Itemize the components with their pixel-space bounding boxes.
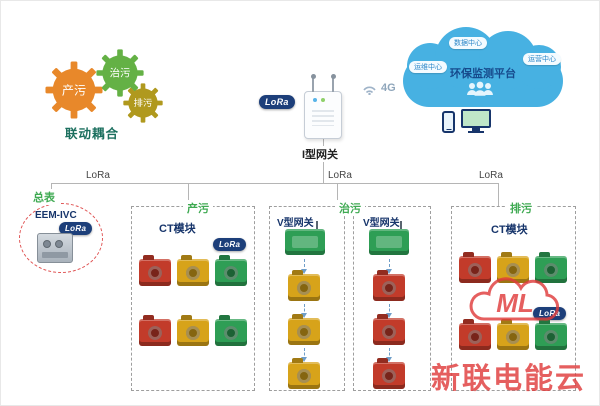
vent-grill bbox=[312, 110, 334, 126]
ct-module-red bbox=[139, 259, 171, 286]
lora-bus-label-right: LoRa bbox=[479, 170, 503, 181]
ct-module-yellow bbox=[497, 256, 529, 283]
lora-bus-label-left: LoRa bbox=[86, 170, 110, 181]
chain-module-red bbox=[373, 274, 405, 301]
lora-bus-line bbox=[51, 183, 498, 184]
zhiwu-vgateway-left-label: V型网关 bbox=[277, 218, 314, 229]
signal-arcs-icon bbox=[363, 86, 376, 96]
gateway-label: I型网关 bbox=[299, 146, 342, 162]
led-icon bbox=[313, 98, 317, 102]
cloud-platform-title: 环保监测平台 bbox=[450, 68, 516, 80]
cloud-bubble-ops-center: 运维中心 bbox=[409, 61, 447, 73]
antenna-icon bbox=[330, 74, 336, 92]
master-meter-label: 总表 bbox=[29, 189, 59, 205]
master-meter-model: EEM-IVC bbox=[35, 210, 77, 221]
ct-module-green bbox=[215, 259, 247, 286]
gear-chanwu-icon: 产污 bbox=[45, 61, 103, 119]
gear-chanwu-label: 产污 bbox=[62, 83, 86, 97]
lora-bus-label-center: LoRa bbox=[328, 170, 352, 181]
chain-connector bbox=[386, 259, 392, 274]
zhiwu-group-label: 治污 bbox=[335, 200, 365, 216]
cloud-shape bbox=[517, 45, 561, 89]
v-gateway-device bbox=[369, 221, 409, 255]
ct-module-red bbox=[459, 256, 491, 283]
gear-paiwu-icon: 排污 bbox=[123, 83, 163, 123]
chain-connector bbox=[301, 304, 307, 318]
users-icon bbox=[467, 81, 493, 96]
ct-module-red bbox=[139, 319, 171, 346]
4g-label: 4G bbox=[381, 81, 396, 94]
ct-module-yellow bbox=[177, 319, 209, 346]
chain-connector bbox=[386, 304, 392, 318]
meter-icon bbox=[37, 233, 73, 263]
gear-paiwu-label: 排污 bbox=[134, 97, 153, 108]
chain-connector bbox=[301, 348, 307, 362]
smartphone-icon bbox=[442, 111, 455, 133]
ct-module-green bbox=[215, 319, 247, 346]
chanwu-lora-badge: LoRa bbox=[213, 238, 247, 251]
paiwu-module-label: CT模块 bbox=[491, 224, 528, 236]
gateway-device bbox=[304, 74, 342, 139]
meter-base bbox=[42, 252, 68, 258]
master-meter-lora-badge: LoRa bbox=[59, 222, 93, 235]
chanwu-drop-line bbox=[188, 183, 189, 206]
chain-module-yellow bbox=[288, 362, 320, 389]
led-icon bbox=[321, 98, 325, 102]
gear-zhiwu-label: 治污 bbox=[110, 67, 131, 80]
ct-module-red bbox=[459, 323, 491, 350]
ct-module-yellow bbox=[497, 323, 529, 350]
gateway-lora-badge: LoRa bbox=[259, 95, 295, 109]
cloud-bubble-biz-center: 运营中心 bbox=[523, 53, 561, 65]
v-gateway-device bbox=[285, 221, 325, 255]
paiwu-drop-line bbox=[498, 183, 499, 206]
zhiwu-drop-line bbox=[337, 183, 338, 206]
chanwu-group-box bbox=[131, 206, 255, 391]
gear-zhiwu-icon: 治污 bbox=[96, 49, 144, 97]
meter-dial bbox=[55, 240, 63, 248]
chain-module-yellow bbox=[288, 318, 320, 345]
zhiwu-vgateway-right-label: V型网关 bbox=[363, 218, 400, 229]
gear-cluster-caption: 联动耦合 bbox=[65, 127, 120, 141]
chain-module-red bbox=[373, 362, 405, 389]
chain-module-red bbox=[373, 318, 405, 345]
antenna-icon bbox=[310, 74, 316, 92]
cloud-bubble-data-center: 数据中心 bbox=[449, 37, 487, 49]
4g-signal: 4G bbox=[361, 81, 396, 96]
chanwu-module-label: CT模块 bbox=[159, 223, 196, 235]
monitor-icon bbox=[461, 109, 491, 128]
chain-connector bbox=[301, 259, 307, 274]
chain-connector bbox=[386, 348, 392, 362]
meter-dial bbox=[43, 240, 51, 248]
ct-module-green bbox=[535, 323, 567, 350]
master-meter-group-circle bbox=[19, 203, 103, 273]
paiwu-lora-badge: LoRa bbox=[533, 307, 567, 320]
ct-module-yellow bbox=[177, 259, 209, 286]
chain-module-yellow bbox=[288, 274, 320, 301]
paiwu-group-label: 排污 bbox=[506, 200, 536, 216]
chanwu-group-label: 产污 bbox=[183, 200, 213, 216]
ct-module-green bbox=[535, 256, 567, 283]
